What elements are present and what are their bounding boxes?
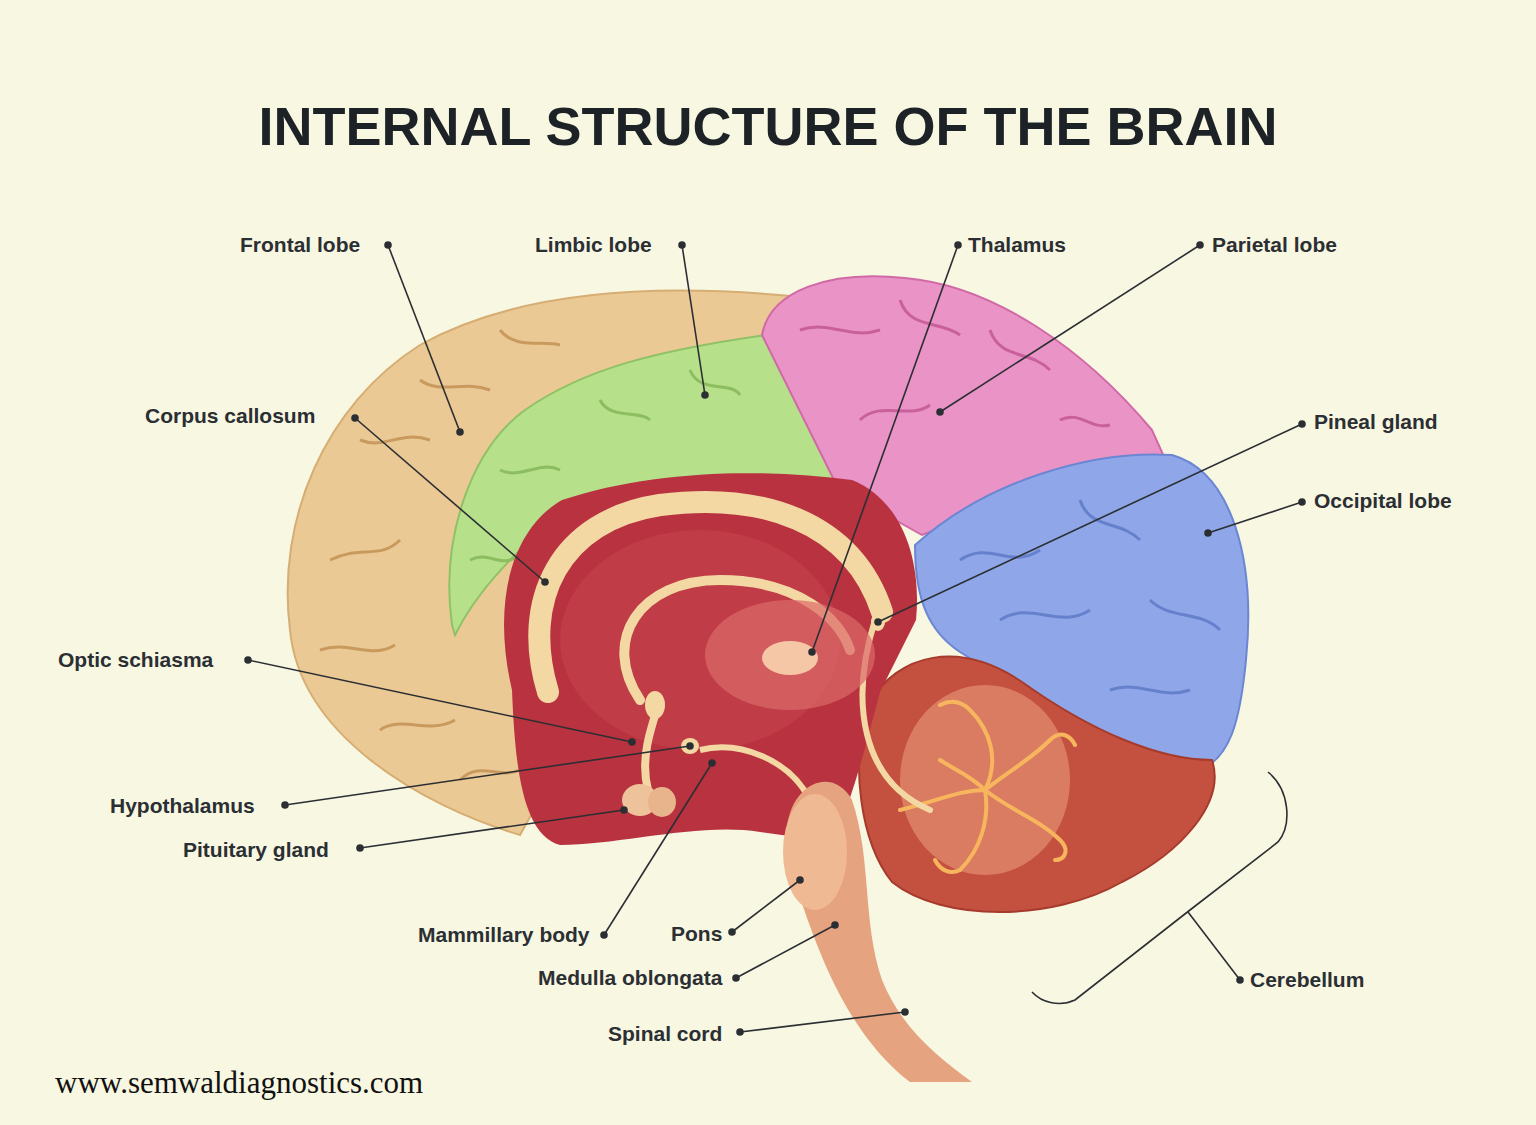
part-label: Thalamus [968, 233, 1066, 257]
part-label: Medulla oblongata [538, 966, 722, 990]
part-label: Occipital lobe [1314, 489, 1452, 513]
part-label: Parietal lobe [1212, 233, 1337, 257]
thalamus-shape [705, 600, 875, 710]
mammillary-line [700, 747, 810, 800]
pineal-shape [871, 613, 885, 631]
watermark: www.semwaldiagnostics.com [55, 1065, 423, 1101]
part-label: Hypothalamus [110, 794, 255, 818]
leader-lines [245, 242, 1305, 1035]
part-label: Mammillary body [418, 923, 590, 947]
cerebellum-cortex [900, 685, 1070, 875]
parietal-gyri [800, 300, 1110, 426]
hypothalamus-shape [681, 738, 699, 754]
occipital-gyri [960, 500, 1220, 693]
cerebellum-bracket [1032, 772, 1287, 1003]
part-label: Spinal cord [608, 1022, 722, 1046]
pons-shape [783, 794, 847, 910]
diagram-title: INTERNAL STRUCTURE OF THE BRAIN [0, 93, 1536, 159]
arbor-vitae [900, 702, 1075, 872]
part-label: Pituitary gland [183, 838, 329, 862]
pituitary-shape-2 [648, 787, 676, 817]
inner-brain [504, 473, 917, 845]
cerebellum-shape [859, 657, 1215, 912]
part-label: Pineal gland [1314, 410, 1438, 434]
part-label: Limbic lobe [535, 233, 652, 257]
part-label: Frontal lobe [240, 233, 360, 257]
thalamus-core [762, 641, 818, 675]
part-label: Pons [671, 922, 722, 946]
optic-chiasm-shape [645, 691, 665, 719]
part-label: Optic schiasma [58, 648, 213, 672]
part-label: Corpus callosum [145, 404, 315, 428]
part-label: Cerebellum [1250, 968, 1364, 992]
